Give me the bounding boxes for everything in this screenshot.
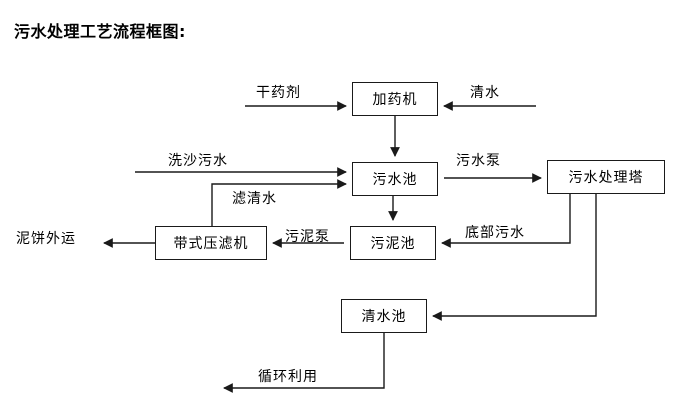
node-label: 清水池 xyxy=(361,309,407,325)
edge-label-sludge-pump: 污泥泵 xyxy=(285,229,330,245)
node-sludge-pool[interactable]: 污泥池 xyxy=(350,226,436,260)
page-title: 污水处理工艺流程框图: xyxy=(14,22,186,41)
edge-label-bottom-wastewater: 底部污水 xyxy=(465,225,525,241)
node-clean-water-pool[interactable]: 清水池 xyxy=(341,299,427,333)
edge-label-dry-chemical: 干药剂 xyxy=(256,85,301,101)
node-treatment-tower[interactable]: 污水处理塔 xyxy=(547,160,665,194)
edge-tower-to-sludge-pool xyxy=(441,194,571,248)
edge-filtered-water-to-wastewater-pool xyxy=(211,179,347,226)
edge-clean-water-pool-to-recycle xyxy=(223,333,385,393)
edge-tower-to-clean-water-pool xyxy=(432,194,597,321)
edge-label-sand-wash-wastewater: 洗沙污水 xyxy=(168,153,228,169)
edge-label-mud-cake-out: 泥饼外运 xyxy=(16,231,76,247)
node-label: 带式压滤机 xyxy=(173,236,249,252)
node-label: 污水池 xyxy=(372,172,418,188)
node-belt-filter-press[interactable]: 带式压滤机 xyxy=(155,226,267,260)
node-wastewater-pool[interactable]: 污水池 xyxy=(352,162,438,196)
node-label: 污水处理塔 xyxy=(568,170,644,186)
node-label: 污泥池 xyxy=(370,236,416,252)
edge-label-wastewater-pump: 污水泵 xyxy=(456,153,501,169)
node-dosing-machine[interactable]: 加药机 xyxy=(352,82,438,116)
node-label: 加药机 xyxy=(372,92,418,108)
edge-label-recycle-reuse: 循环利用 xyxy=(258,369,318,385)
edge-label-clean-water-in: 清水 xyxy=(470,85,500,101)
edge-label-filtered-clear-water: 滤清水 xyxy=(232,191,277,207)
